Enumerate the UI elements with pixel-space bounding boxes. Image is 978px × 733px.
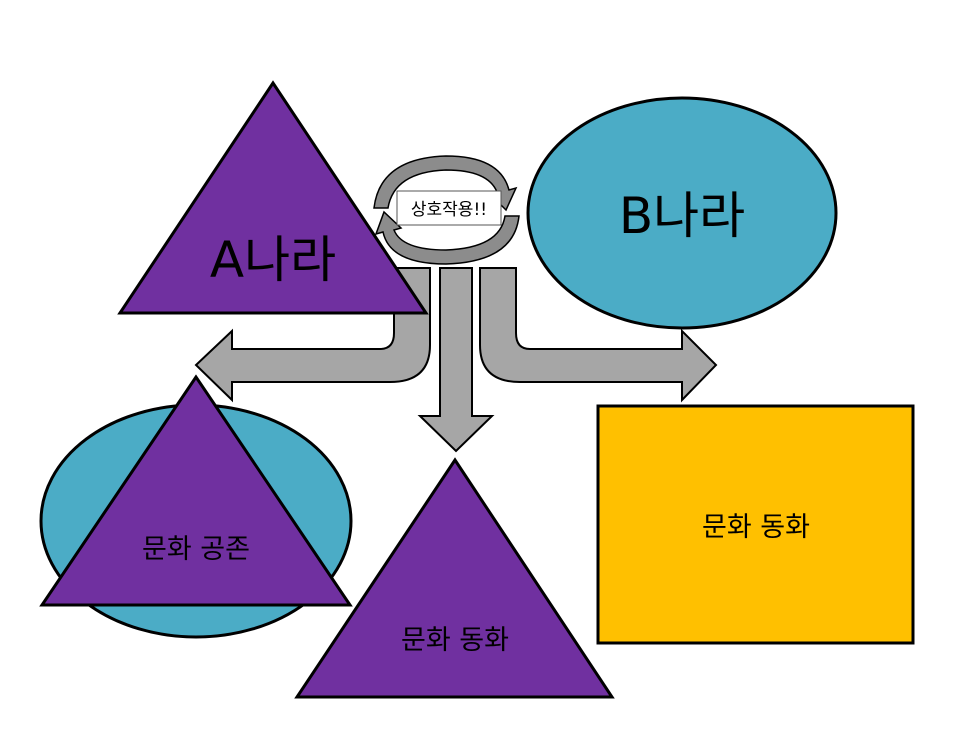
assimilation-box (596, 404, 915, 645)
interaction-box (396, 190, 502, 226)
country-b-label: B나라 (619, 187, 745, 245)
country-b-ellipse (526, 96, 838, 330)
cycle-arrows-icon (373, 155, 520, 265)
coexistence-label: 문화 공존 (142, 534, 250, 565)
assimilation-triangle (294, 457, 615, 699)
assimilation-triangle-label: 문화 동화 (401, 625, 509, 656)
assimilation-box-label: 문화 동화 (702, 512, 810, 543)
coexistence-triangle (39, 374, 353, 607)
country-a-triangle (117, 80, 429, 315)
arrow-left (194, 267, 431, 403)
arrow-down (417, 267, 495, 453)
arrow-right (479, 267, 718, 403)
interaction-label: 상호작용!! (411, 200, 487, 220)
country-a-label: A나라 (210, 231, 336, 289)
flow-arrows (194, 267, 718, 453)
